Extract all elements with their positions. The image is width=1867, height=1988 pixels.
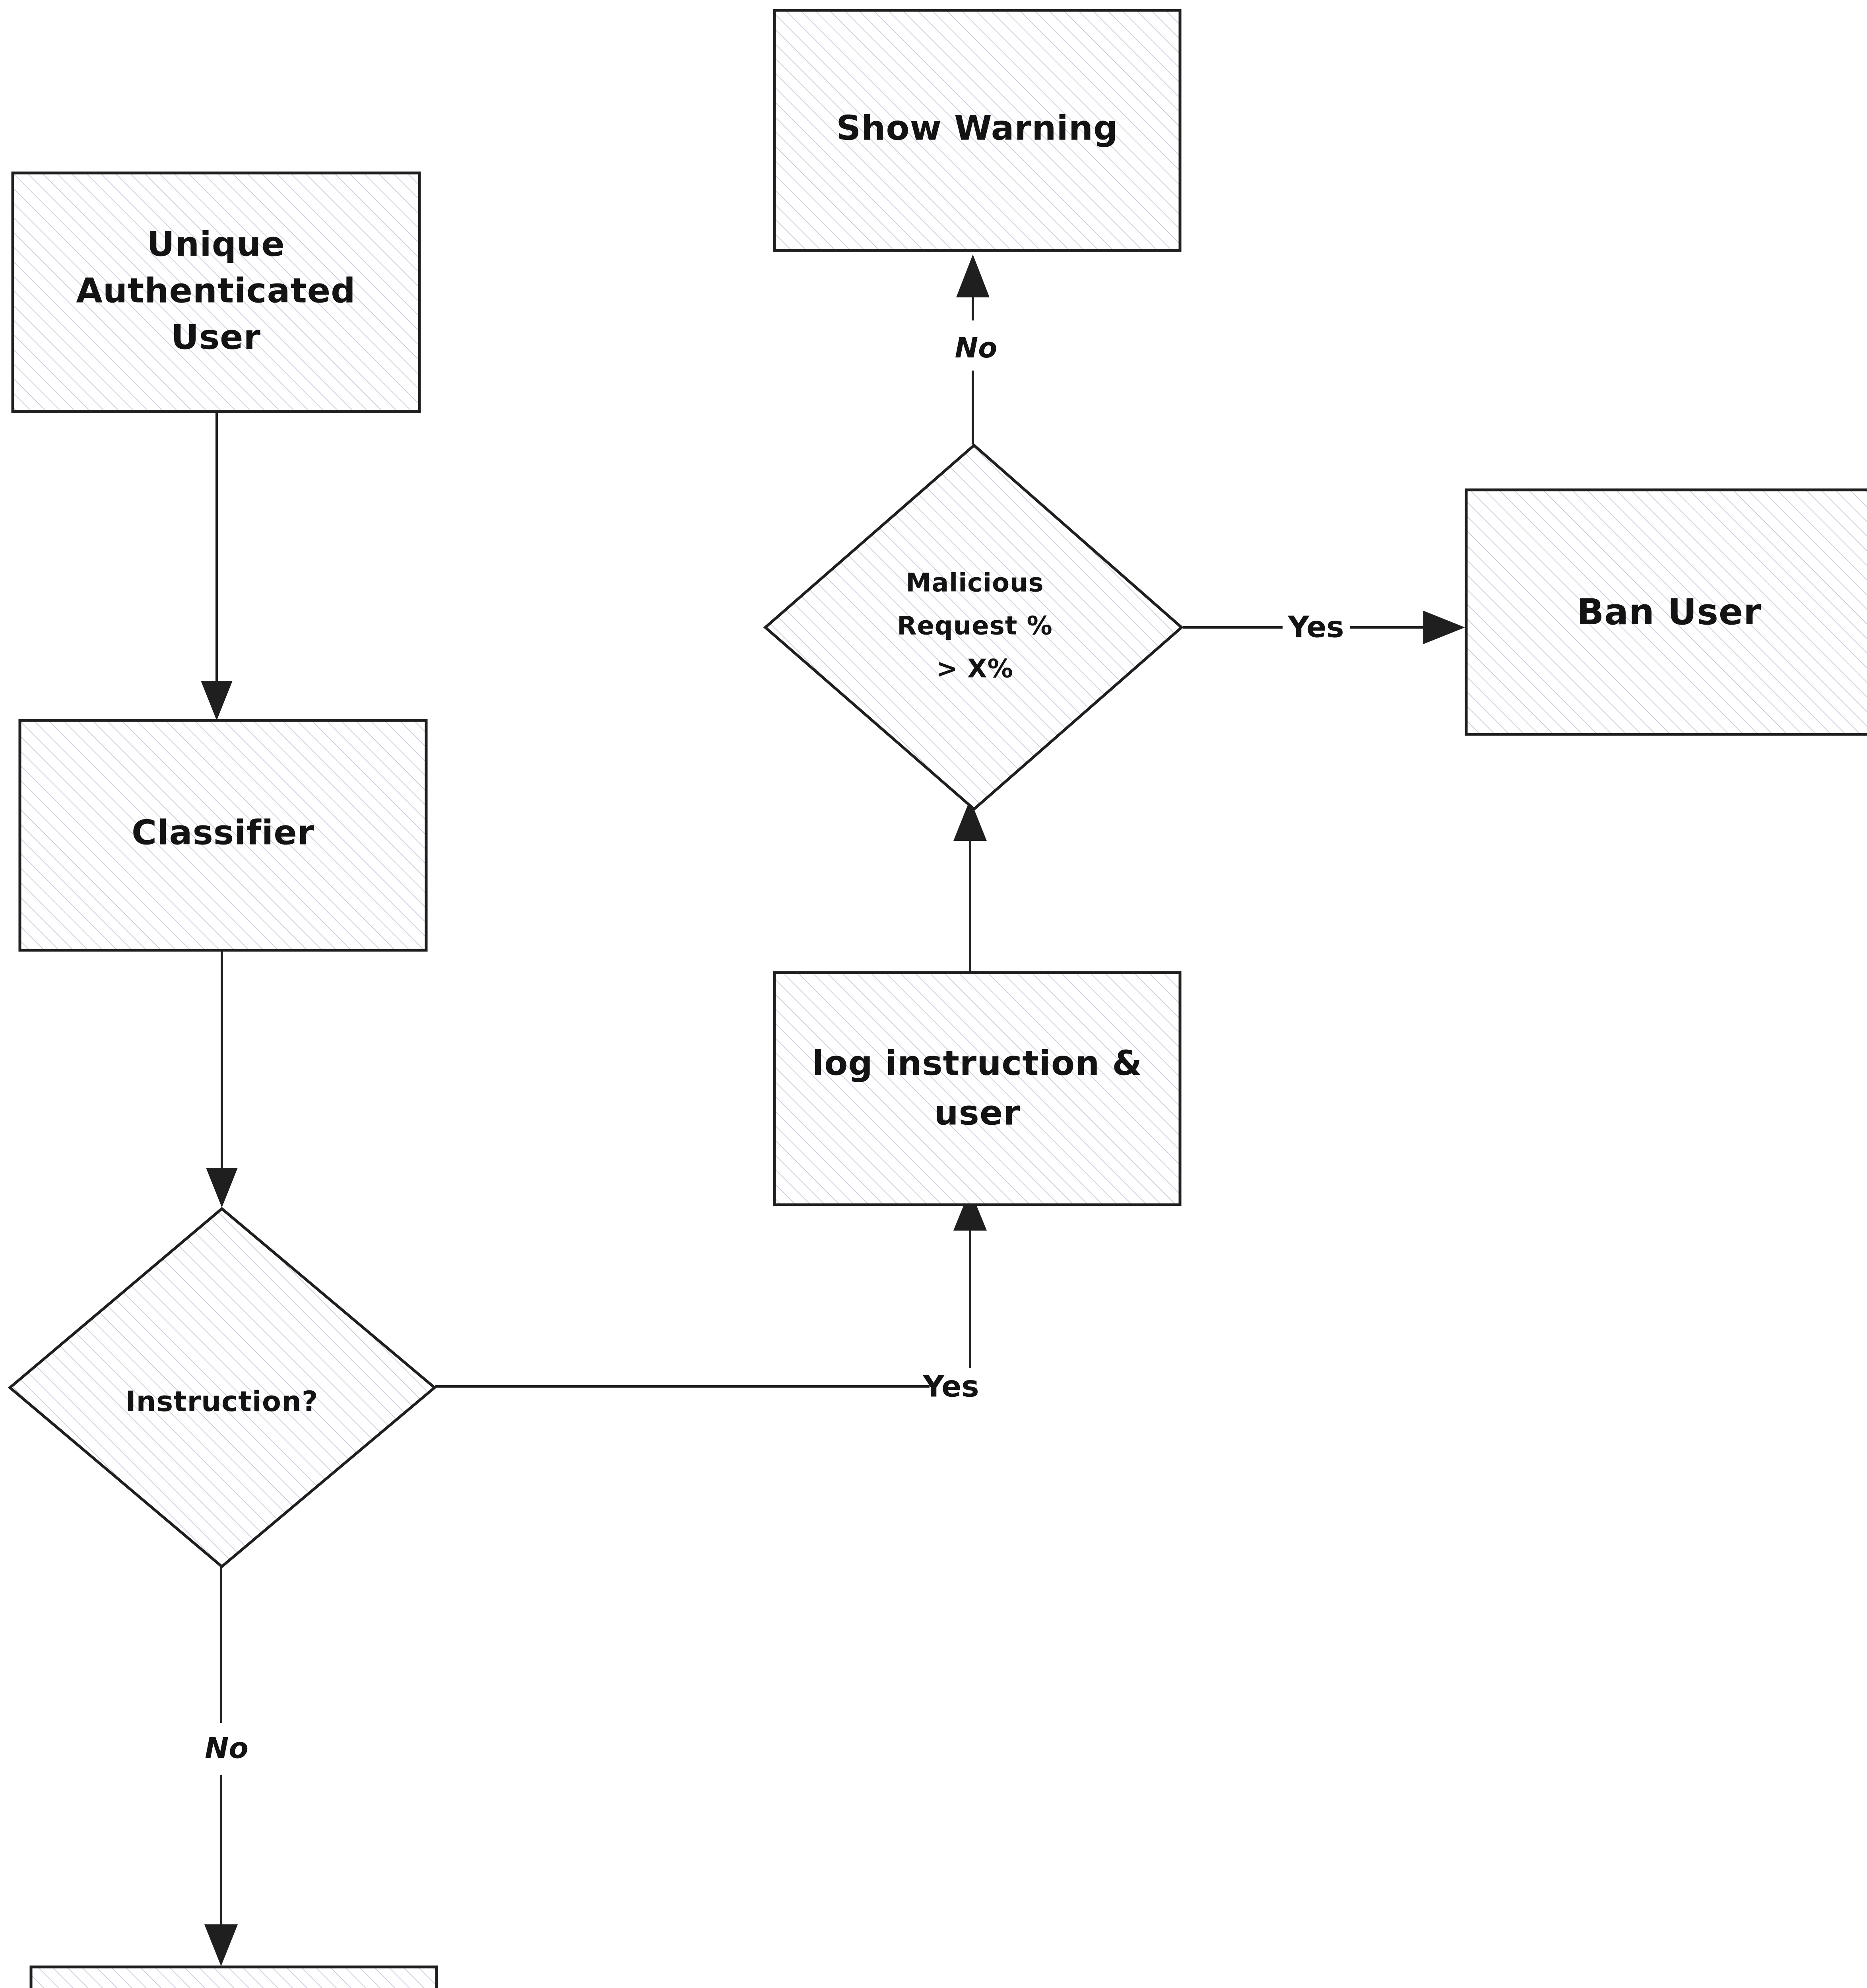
node-label-line2: user [934,1093,1020,1133]
edge-malicious-to-show-warning: No [955,254,998,445]
node-label: Show Warning [836,108,1118,148]
node-classifier[interactable]: Classifier [18,719,428,952]
arrow-head-icon [953,1190,987,1231]
node-ban-user[interactable]: Ban User [1465,488,1867,736]
arrow-head-icon [953,799,987,841]
node-label-line1: Malicious [906,569,1044,598]
node-label-line1: log instruction & [812,1043,1143,1083]
node-show-warning[interactable]: Show Warning [773,9,1182,252]
node-box[interactable] [11,171,421,413]
node-label-line3: User [171,317,261,357]
arrow-head-icon [204,1924,238,1966]
node-label: Ban User [1577,591,1762,633]
node-diamond[interactable] [8,1207,437,1569]
node-unique-authenticated-user[interactable]: Unique Authenticated User [11,171,421,413]
arrow-head-icon [201,681,233,720]
edge-user-to-classifier [201,412,233,720]
node-label-line3: > X% [936,654,1013,684]
node-malicious-request[interactable]: Malicious Request % > X% [763,443,1184,811]
edge-classifier-to-instruction [206,950,238,1208]
node-label-line2: Request % [897,612,1053,641]
edge-instruction-to-llm: No [204,1567,248,1966]
node-log-instruction-user[interactable]: log instruction & user [773,971,1182,1206]
node-box[interactable] [29,1965,438,1988]
edge-label-no: No [205,1732,248,1765]
node-label-line2: Authenticated [76,271,355,311]
node-label-line1: Unique [147,224,285,264]
node-box[interactable] [773,9,1182,252]
arrow-head-icon [956,254,990,297]
edge-label-no: No [955,332,998,364]
node-label: Instruction? [126,1385,318,1418]
edge-instruction-to-log: Yes [435,1190,987,1404]
node-instruction[interactable]: Instruction? [8,1207,437,1569]
edge-log-to-malicious [953,799,987,973]
node-label: Classifier [132,813,314,852]
arrow-head-icon [1423,611,1465,644]
edge-label-yes: Yes [1287,610,1344,645]
node-llm[interactable]: LLM [29,1965,438,1988]
node-box[interactable] [1465,488,1867,736]
node-box[interactable] [773,971,1182,1206]
node-diamond[interactable] [763,443,1184,811]
node-box[interactable] [18,719,428,952]
edge-malicious-to-ban-user: Yes [1183,610,1465,645]
edge-label-yes: Yes [922,1370,979,1404]
arrow-head-icon [206,1168,238,1208]
